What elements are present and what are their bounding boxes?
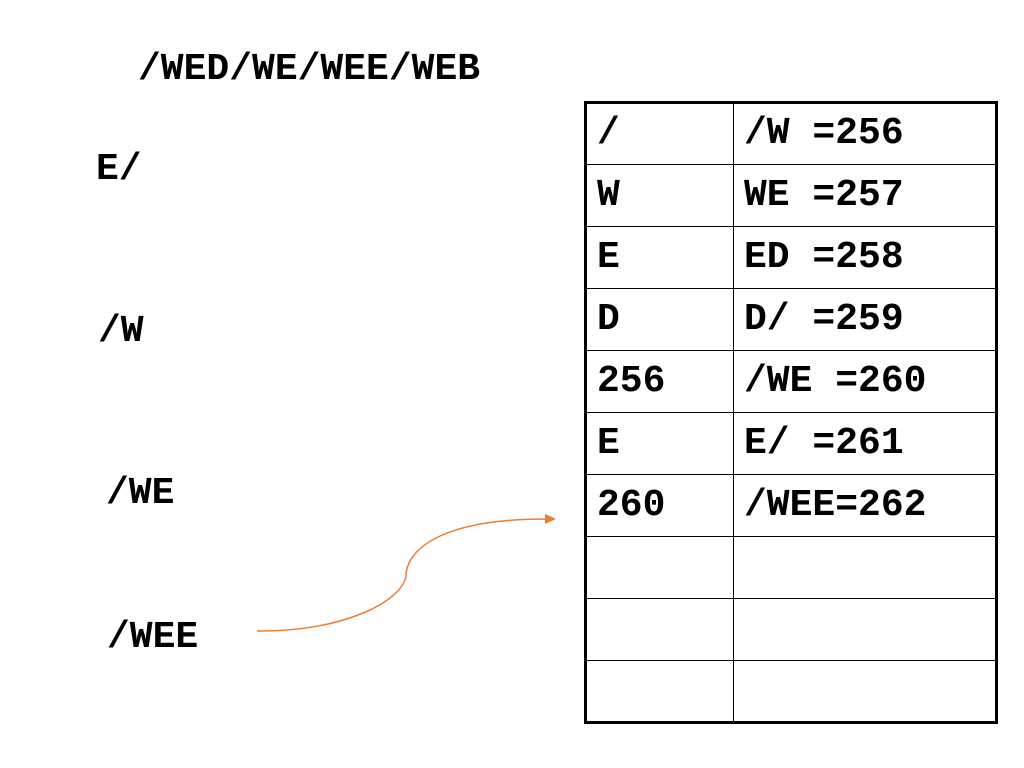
table-row: / /W =256 bbox=[585, 102, 997, 165]
table-row bbox=[585, 536, 997, 599]
output-cell: E bbox=[585, 226, 734, 289]
table-row bbox=[585, 598, 997, 661]
output-cell bbox=[585, 660, 734, 723]
dictionary-entry-cell bbox=[733, 536, 997, 599]
sequence-title: /WED/WE/WEE/WEB bbox=[138, 48, 481, 91]
output-cell: 256 bbox=[585, 350, 734, 413]
output-cell bbox=[585, 598, 734, 661]
table-row: 260 /WEE=262 bbox=[585, 474, 997, 537]
segment-label: /WEE bbox=[107, 616, 199, 659]
dictionary-table: / /W =256 W WE =257 E ED =258 D D/ =259 … bbox=[584, 101, 998, 724]
dictionary-entry-cell: /W =256 bbox=[733, 102, 997, 165]
output-cell: W bbox=[585, 164, 734, 227]
output-cell: / bbox=[585, 102, 734, 165]
dictionary-entry-cell: /WEE=262 bbox=[733, 474, 997, 537]
table-row: E E/ =261 bbox=[585, 412, 997, 475]
dictionary-entry-cell bbox=[733, 598, 997, 661]
output-cell: E bbox=[585, 412, 734, 475]
arrow-curve bbox=[256, 518, 546, 632]
table-row: E ED =258 bbox=[585, 226, 997, 289]
table-row: D D/ =259 bbox=[585, 288, 997, 351]
segment-label: /WE bbox=[106, 472, 175, 515]
segment-label: /W bbox=[98, 310, 144, 353]
dictionary-entry-cell: E/ =261 bbox=[733, 412, 997, 475]
table-row: W WE =257 bbox=[585, 164, 997, 227]
output-cell: D bbox=[585, 288, 734, 351]
table-row: 256 /WE =260 bbox=[585, 350, 997, 413]
dictionary-entry-cell: ED =258 bbox=[733, 226, 997, 289]
output-cell bbox=[585, 536, 734, 599]
segment-label: E/ bbox=[96, 148, 142, 191]
dictionary-entry-cell: WE =257 bbox=[733, 164, 997, 227]
table-row bbox=[585, 660, 997, 723]
output-cell: 260 bbox=[585, 474, 734, 537]
arrow-head-icon bbox=[545, 514, 556, 524]
dictionary-entry-cell: D/ =259 bbox=[733, 288, 997, 351]
dictionary-entry-cell: /WE =260 bbox=[733, 350, 997, 413]
dictionary-entry-cell bbox=[733, 660, 997, 723]
